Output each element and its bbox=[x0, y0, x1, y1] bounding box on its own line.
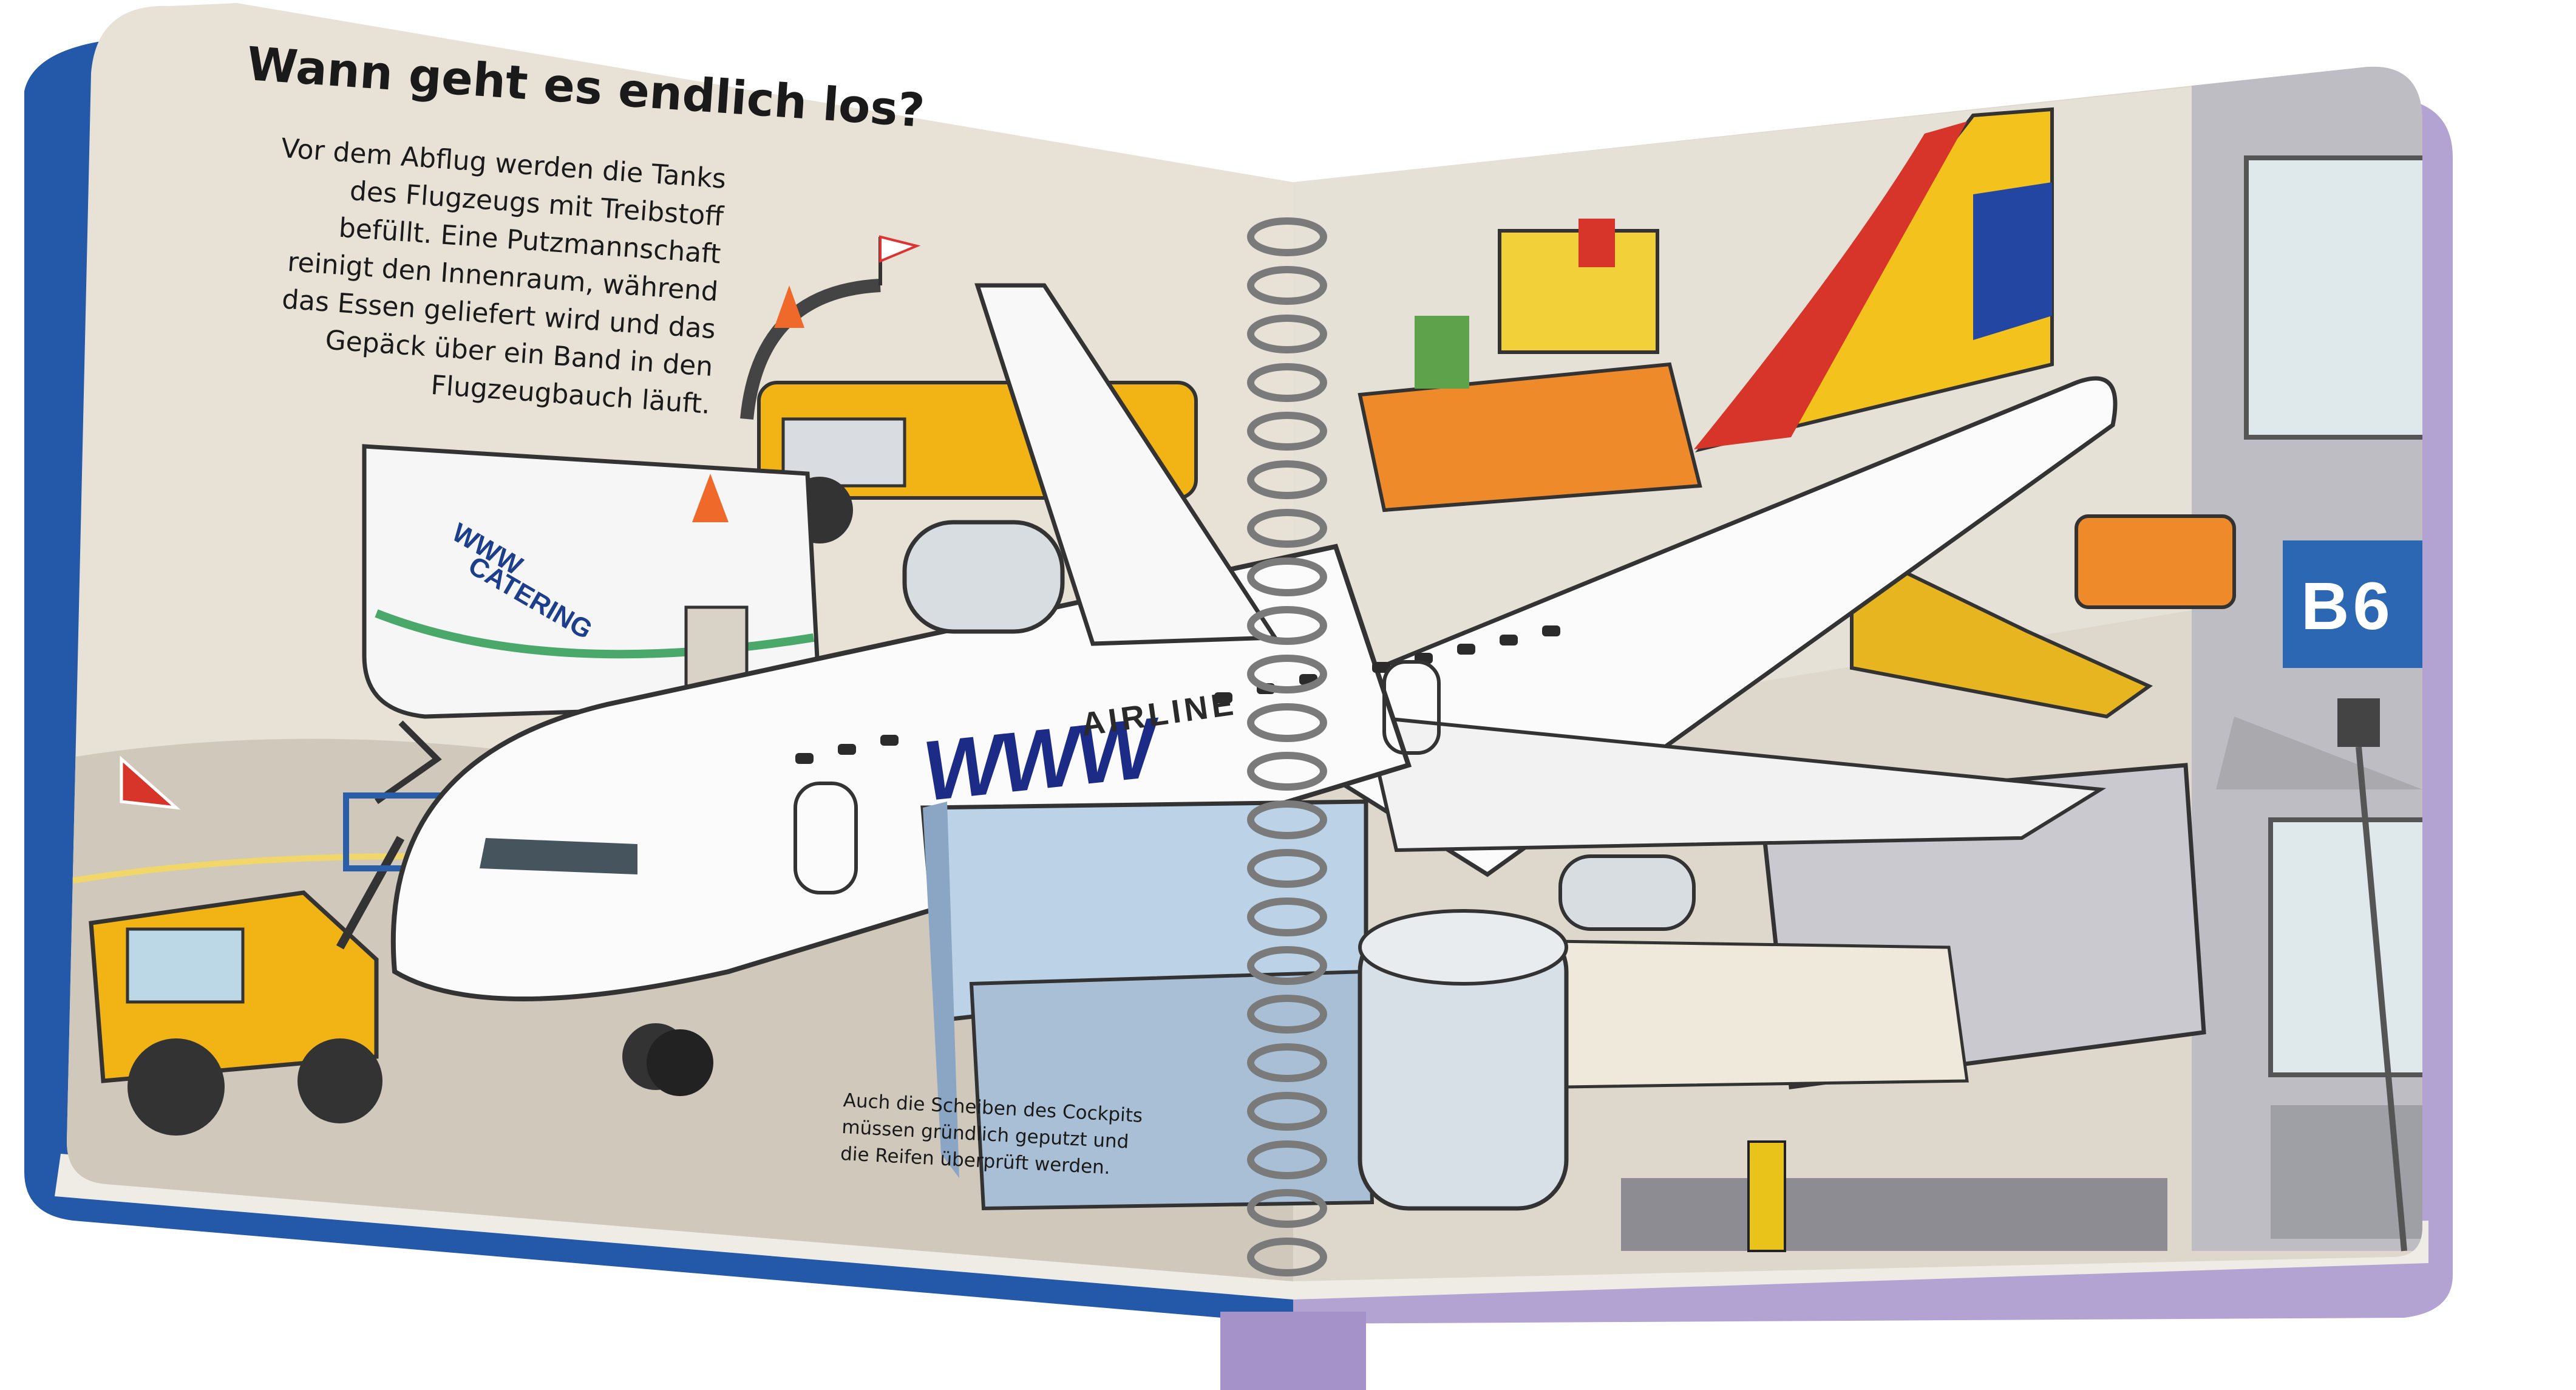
lamp-post-illustration bbox=[2337, 698, 2407, 1252]
spiral-binding bbox=[1247, 217, 1327, 1276]
jet-bridge-illustration bbox=[1552, 763, 2206, 1252]
cabin-windows bbox=[795, 625, 1560, 764]
intro-paragraph: Vor dem Abflug werden die Tanks des Flug… bbox=[188, 124, 727, 424]
gate-sign-label: B6 bbox=[2301, 569, 2394, 644]
traffic-cone-icon bbox=[692, 474, 729, 522]
airplane-illustration bbox=[390, 107, 2118, 1096]
baggage-cart-illustration bbox=[1358, 219, 1702, 513]
gate-sign-board bbox=[2283, 540, 2422, 668]
stairs-illustration bbox=[1850, 514, 2236, 719]
traffic-cone-icon bbox=[774, 285, 804, 328]
lift-truck-illustration bbox=[89, 792, 446, 1136]
